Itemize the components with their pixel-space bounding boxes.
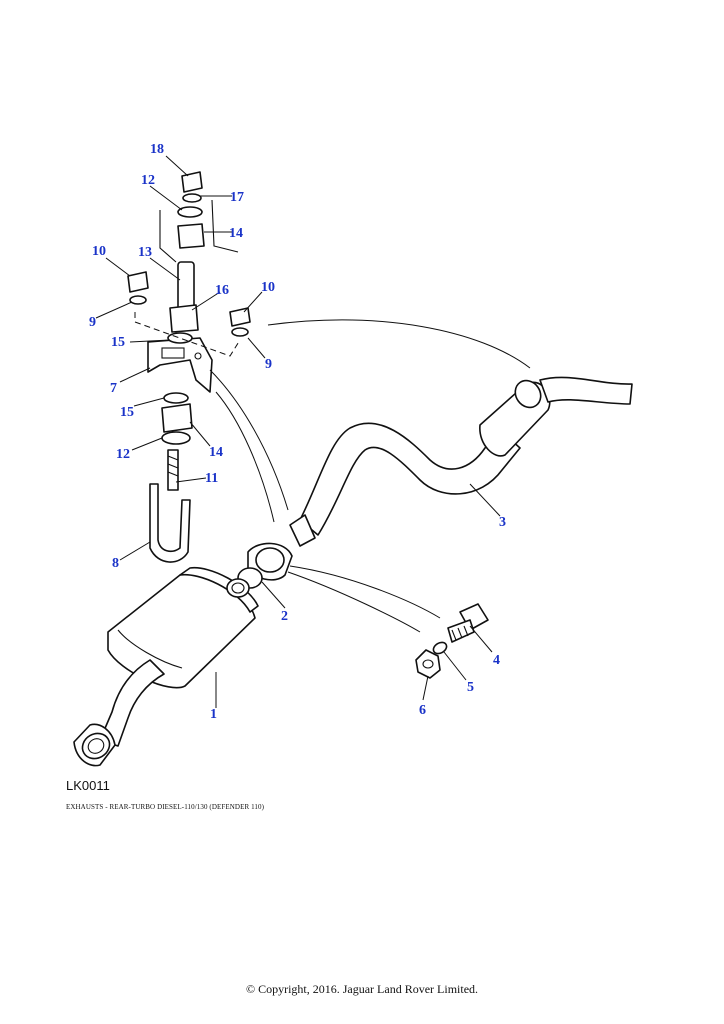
callout-14-upper: 14 bbox=[229, 226, 243, 241]
spacer-part-16 bbox=[169, 304, 199, 333]
callout-16: 16 bbox=[215, 283, 229, 298]
callout-6: 6 bbox=[419, 703, 426, 718]
u-bolt-part-8 bbox=[149, 483, 191, 563]
flange-clamp-part-2 bbox=[226, 542, 293, 598]
bracket-part-7 bbox=[147, 337, 213, 393]
bolt-part-4 bbox=[447, 603, 489, 643]
callout-9-right: 9 bbox=[265, 357, 272, 372]
diagram-caption: EXHAUSTS - REAR-TURBO DIESEL-110/130 (DE… bbox=[66, 803, 265, 811]
pin-part-13 bbox=[177, 261, 195, 311]
callout-5: 5 bbox=[467, 680, 474, 695]
callout-10-right: 10 bbox=[261, 280, 275, 295]
callout-14-lower: 14 bbox=[209, 445, 223, 460]
washer-part-17-nut-part-18 bbox=[181, 171, 203, 203]
callout-12-upper: 12 bbox=[141, 173, 155, 188]
callout-3: 3 bbox=[499, 515, 506, 530]
callout-17: 17 bbox=[230, 190, 244, 205]
assembly-guides bbox=[134, 199, 531, 633]
callout-15-upper: 15 bbox=[111, 335, 125, 350]
bush-parts-14 bbox=[161, 223, 205, 433]
callouts: 1 2 3 4 5 6 7 8 9 9 10 10 11 12 12 13 14… bbox=[89, 142, 506, 722]
figure-code: LK0011 bbox=[66, 778, 110, 793]
callout-7: 7 bbox=[110, 381, 117, 396]
callout-2: 2 bbox=[281, 609, 288, 624]
callout-12-lower: 12 bbox=[116, 447, 130, 462]
nut-part-6 bbox=[415, 649, 441, 679]
tail-pipe-part-3 bbox=[289, 376, 633, 547]
callout-9-left: 9 bbox=[89, 315, 96, 330]
stud-part-11 bbox=[167, 449, 179, 491]
leader-lines bbox=[95, 155, 501, 708]
callout-8: 8 bbox=[112, 556, 119, 571]
callout-18: 18 bbox=[150, 142, 164, 157]
nut-parts-10-washer-parts-9 bbox=[127, 271, 251, 337]
callout-11: 11 bbox=[205, 471, 218, 486]
front-silencer-part-1 bbox=[73, 566, 259, 767]
callout-10-left: 10 bbox=[92, 244, 106, 259]
copyright-notice: © Copyright, 2016. Jaguar Land Rover Lim… bbox=[245, 982, 479, 996]
callout-15-lower: 15 bbox=[120, 405, 134, 420]
callout-4: 4 bbox=[493, 653, 500, 668]
callout-1: 1 bbox=[210, 707, 217, 722]
washer-part-5 bbox=[432, 641, 448, 655]
callout-13: 13 bbox=[138, 245, 152, 260]
